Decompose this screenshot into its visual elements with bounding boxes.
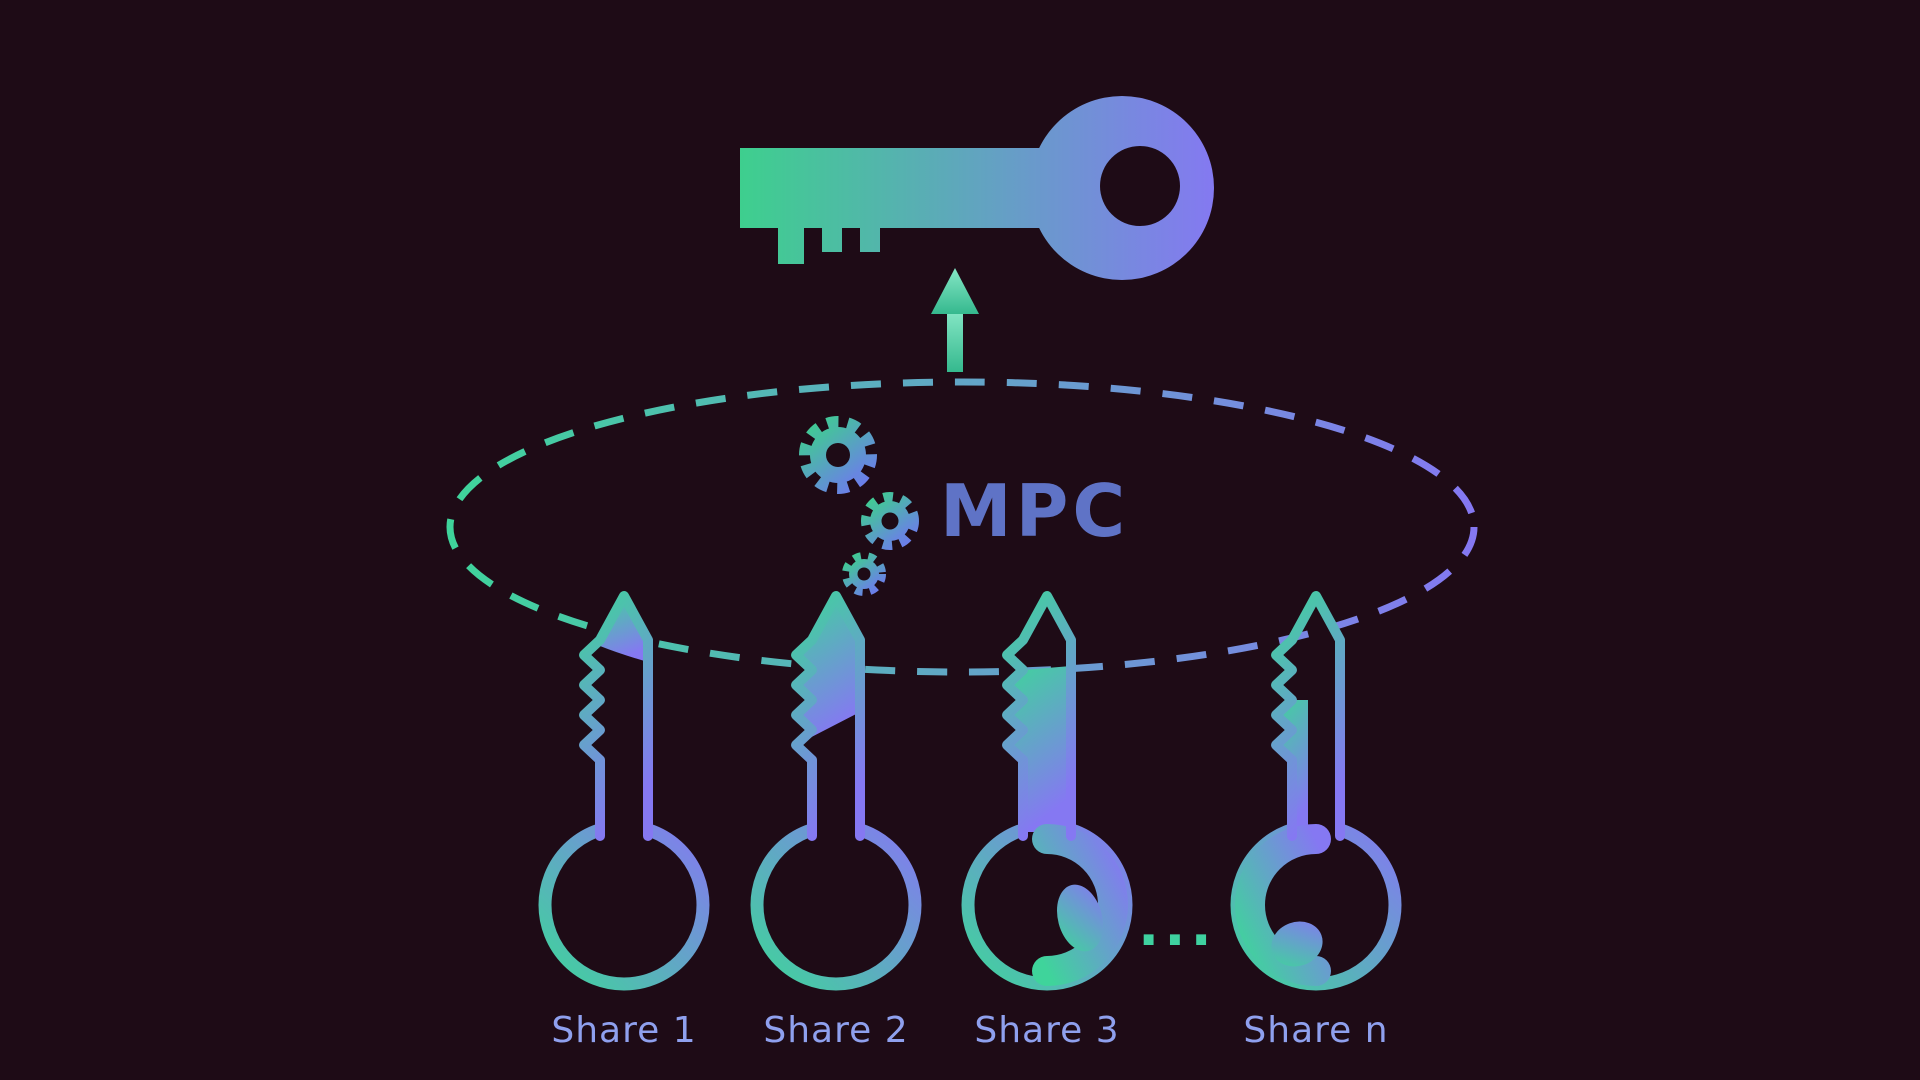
- mpc-label: MPC: [940, 469, 1129, 553]
- key-shaft-outline: [1002, 591, 1076, 841]
- key-bow-ring: [750, 819, 922, 991]
- key-bow-fill-blob: [1271, 921, 1323, 967]
- gear-icon-large: [799, 416, 877, 494]
- key-shaft-outline: [1271, 591, 1345, 841]
- mpc-boundary-ellipse: [446, 378, 1478, 676]
- ellipsis-dots: ...: [1138, 894, 1217, 959]
- master-key-icon: [740, 96, 1214, 280]
- share-key-icon-1: [538, 591, 710, 991]
- arrow-up-icon: [931, 268, 979, 372]
- key-shaft-outline: [579, 591, 653, 841]
- key-bow-ring: [538, 819, 710, 991]
- key-fill: [796, 596, 860, 745]
- gear-icon-small: [842, 552, 886, 596]
- share-label-n: Share n: [1243, 1010, 1388, 1051]
- share-label-3: Share 3: [974, 1010, 1119, 1051]
- key-bow-fill-blob: [1056, 884, 1104, 952]
- gear-icon-medium: [861, 492, 919, 550]
- share-label-2: Share 2: [763, 1010, 908, 1051]
- share-key-icon-2: [750, 591, 922, 991]
- share-label-1: Share 1: [551, 1010, 696, 1051]
- key-fill: [600, 596, 648, 662]
- master-key-bow-hole: [1100, 146, 1180, 226]
- key-shaft-outline: [791, 591, 865, 841]
- master-key-shaft: [740, 148, 1062, 264]
- gears-icon: [799, 416, 919, 596]
- share-key-icon-3: [961, 591, 1133, 991]
- key-bow-fill: [1032, 824, 1128, 986]
- share-key-icon-n: [1230, 591, 1402, 991]
